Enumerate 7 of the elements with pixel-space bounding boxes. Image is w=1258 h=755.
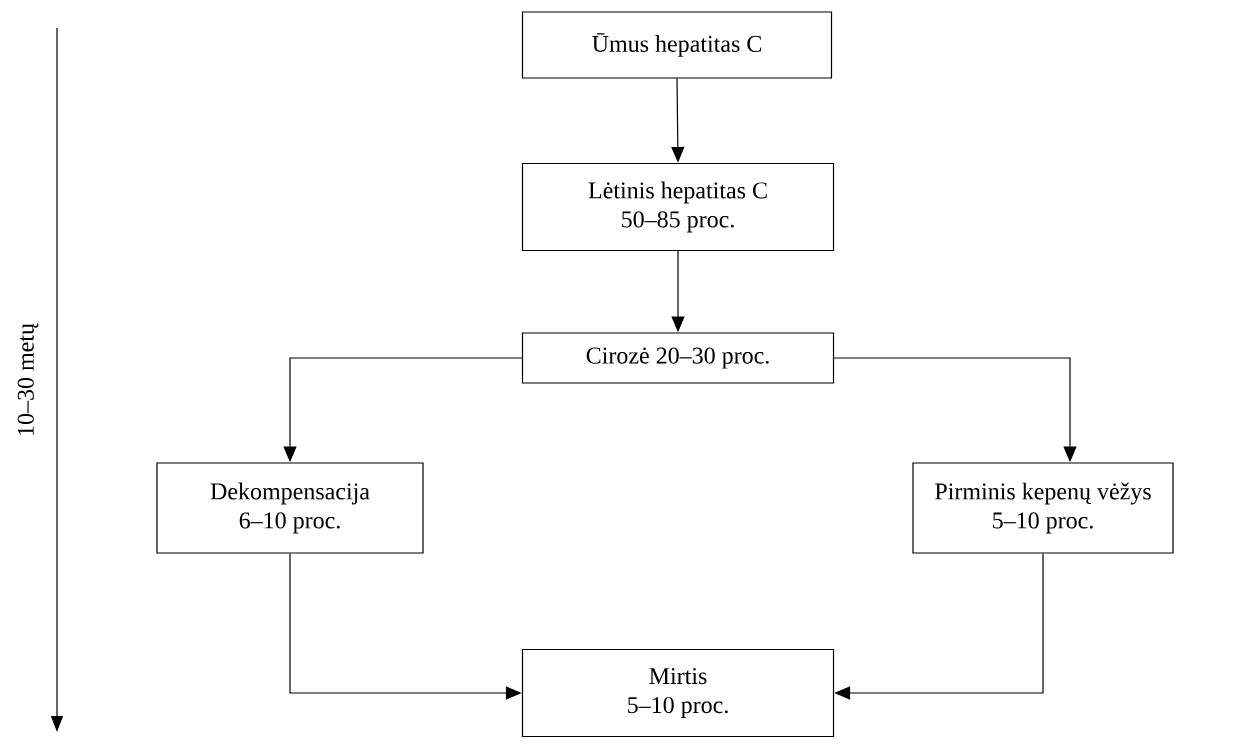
process-box: Dekompensacija 6–10 proc. <box>156 462 424 554</box>
process-box: Mirtis 5–10 proc. <box>521 648 835 738</box>
axis-label: 10–30 metų <box>17 323 39 435</box>
process-box: Cirozė 20–30 proc. <box>521 332 835 384</box>
process-box: Lėtinis hepatitas C 50–85 proc. <box>521 162 835 252</box>
process-box: Pirminis kepenų vėžys 5–10 proc. <box>912 462 1174 554</box>
process-box: Ūmus hepatitas C <box>521 11 833 79</box>
